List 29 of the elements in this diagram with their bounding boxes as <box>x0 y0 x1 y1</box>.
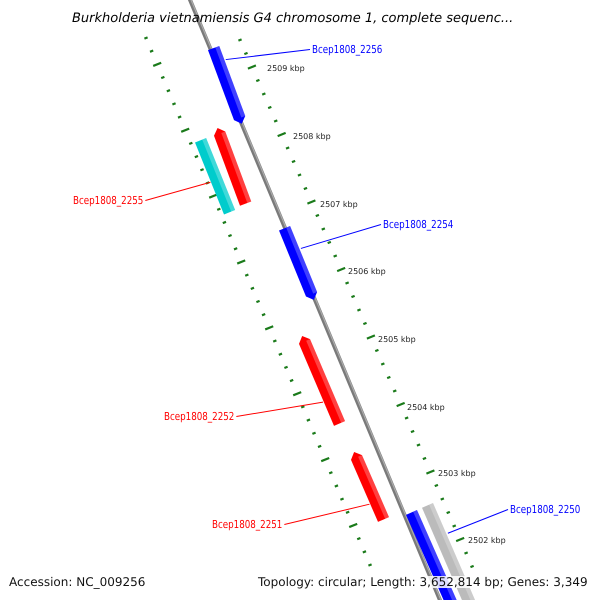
leader-line <box>447 509 508 534</box>
leader-line <box>300 224 382 249</box>
gene-segment <box>299 336 346 426</box>
leader-line <box>144 182 211 201</box>
scale-tick-label: 2502 kbp <box>468 537 506 545</box>
scale-tick-label: 2508 kbp <box>293 133 331 141</box>
gene-label: Bcep1808_2255 <box>73 195 144 206</box>
gene-label: Bcep1808_2256 <box>312 44 382 55</box>
gene-label: Bcep1808_2251 <box>212 519 282 530</box>
footer-text: Topology: circular; Length: 3,652,814 bp; Genes: 3,349 <box>258 576 588 588</box>
leader-line <box>236 402 324 417</box>
gene-label: Bcep1808_2252 <box>164 411 234 422</box>
scale-tick-label: 2506 kbp <box>348 268 386 276</box>
scale-tick-label: 2509 kbp <box>267 65 305 73</box>
gene-segment <box>208 46 246 124</box>
footer-text: Accession: NC_009256 <box>9 576 146 588</box>
title: Burkholderia vietnamiensis G4 chromosome 1, complete sequenc... <box>72 12 514 25</box>
scale-tick-label: 2505 kbp <box>378 336 416 344</box>
gene-segment <box>351 452 390 522</box>
gene-label: Bcep1808_2250 <box>510 504 580 515</box>
leader-line <box>225 49 310 60</box>
gene-segment <box>195 138 236 214</box>
gene-segment <box>279 226 318 300</box>
scale-tick-label: 2503 kbp <box>438 470 476 478</box>
gene-segment <box>214 128 252 206</box>
scale-tick-label: 2504 kbp <box>407 404 445 412</box>
scale-tick-label: 2507 kbp <box>320 201 358 209</box>
gene-label: Bcep1808_2254 <box>383 219 454 230</box>
leader-line <box>284 504 370 525</box>
